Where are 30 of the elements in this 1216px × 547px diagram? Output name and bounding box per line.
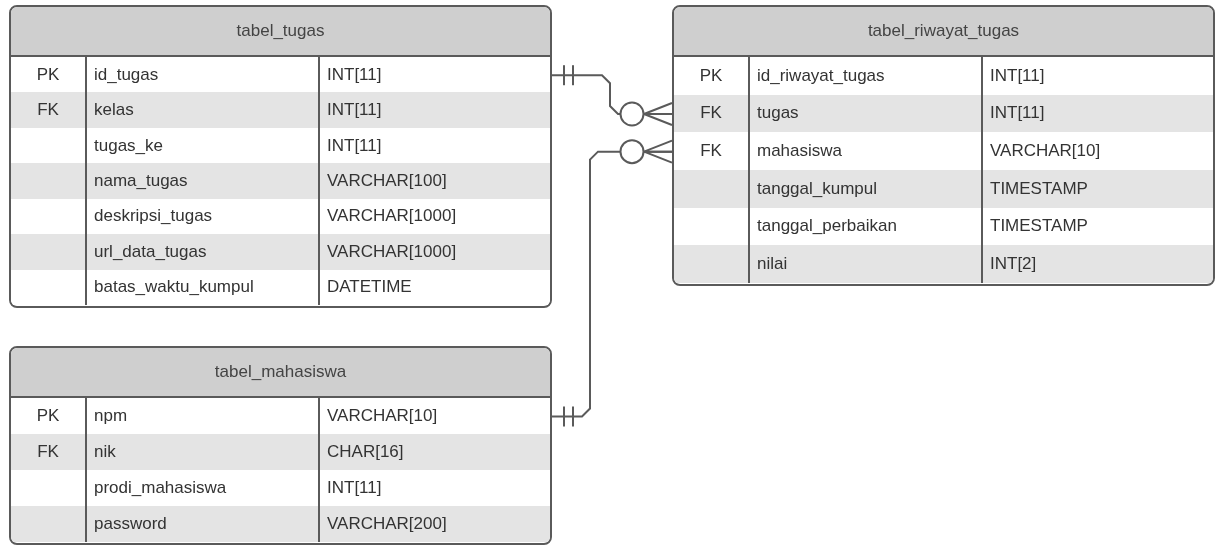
table-title: tabel_mahasiswa [214, 362, 347, 382]
table-row [674, 94, 1213, 133]
relationship-line [551, 65, 673, 127]
key-label: FK [36, 99, 60, 122]
column-name: password [85, 506, 318, 542]
table-title: tabel_riwayat_tugas [867, 21, 1020, 41]
table-row [11, 506, 550, 542]
table-row [11, 269, 550, 305]
key-label: FK [699, 140, 723, 163]
table-row [11, 434, 550, 470]
key-label: PK [35, 63, 61, 86]
key-label: PK [698, 64, 724, 87]
column-type: INT[2] [981, 245, 1213, 283]
table-row [674, 245, 1213, 283]
table-row [11, 92, 550, 128]
table-row [11, 234, 550, 270]
entity-table [672, 5, 1215, 286]
table-title: tabel_tugas [236, 21, 325, 41]
column-type: VARCHAR[200] [318, 506, 550, 542]
column-type: DATETIME [318, 269, 550, 305]
column-name: nilai [748, 245, 981, 283]
table-row [674, 170, 1213, 208]
key-label: PK [35, 405, 61, 427]
relationship-line [551, 139, 673, 427]
entity-table [9, 5, 552, 308]
entity-table [9, 346, 552, 545]
column-name: batas_waktu_kumpul [85, 269, 318, 305]
key-label: FK [699, 102, 723, 125]
table-row [11, 163, 550, 199]
key-label: FK [36, 441, 60, 463]
